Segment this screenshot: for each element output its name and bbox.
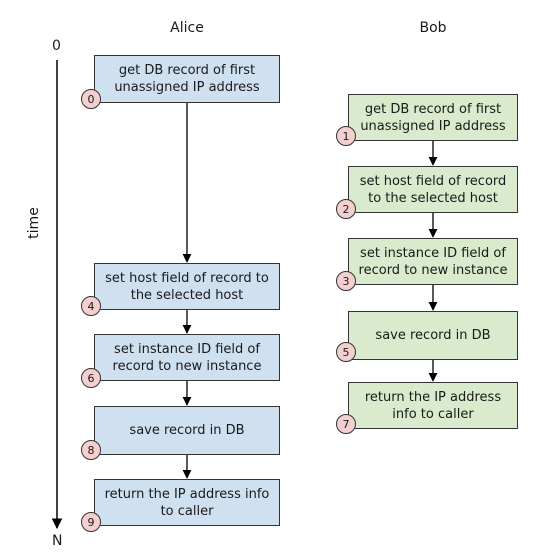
alice-column-title: Alice [170, 20, 204, 36]
bob-step-text-2: set host field of record to the selected… [359, 173, 507, 206]
bob-column-title: Bob [419, 20, 447, 36]
step-badge-7: 7 [336, 414, 356, 434]
bob-step-text-5: save record in DB [375, 328, 491, 343]
alice-step-text-8: save record in DB [129, 423, 245, 438]
step-badge-5: 5 [336, 342, 356, 362]
time-axis-label: time [25, 207, 42, 239]
step-badge-3: 3 [336, 271, 356, 291]
bob-step-box-5: save record in DB [348, 311, 518, 360]
time-axis-end-label: N [52, 533, 63, 549]
bob-step-text-1: get DB record of first unassigned IP add… [360, 101, 506, 134]
alice-step-box-0: get DB record of first unassigned IP add… [94, 55, 280, 103]
step-badge-4: 4 [81, 296, 101, 316]
bob-step-box-1: get DB record of first unassigned IP add… [348, 94, 518, 141]
alice-step-box-9: return the IP address info to caller [94, 479, 280, 526]
alice-step-box-6: set instance ID field of record to new i… [94, 334, 280, 381]
bob-step-box-3: set instance ID field of record to new i… [348, 238, 518, 285]
alice-step-text-6: set instance ID field of record to new i… [112, 341, 262, 374]
bob-step-box-2: set host field of record to the selected… [348, 166, 518, 213]
step-badge-0: 0 [81, 89, 101, 109]
alice-step-box-8: save record in DB [94, 406, 280, 455]
alice-step-text-4: set host field of record to the selected… [105, 270, 269, 303]
step-badge-1: 1 [336, 126, 356, 146]
bob-step-text-3: set instance ID field of record to new i… [358, 245, 508, 278]
alice-step-text-0: get DB record of first unassigned IP add… [114, 63, 260, 95]
step-badge-6: 6 [81, 368, 101, 388]
step-badge-2: 2 [336, 199, 356, 219]
alice-step-box-4: set host field of record to the selected… [94, 263, 280, 310]
step-badge-9: 9 [81, 512, 101, 532]
alice-step-text-9: return the IP address info to caller [104, 486, 270, 519]
bob-step-text-7: return the IP address info to caller [364, 389, 502, 422]
step-badge-8: 8 [81, 440, 101, 460]
time-axis-start-label: 0 [52, 38, 61, 54]
bob-step-box-7: return the IP address info to caller [348, 382, 518, 429]
